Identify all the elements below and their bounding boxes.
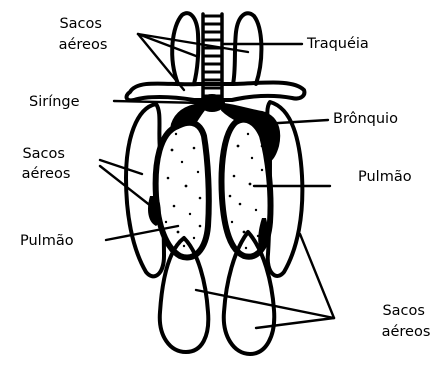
label-traqueia: Traquéia xyxy=(306,36,369,52)
leader-lines xyxy=(100,34,334,328)
label-sacos-bottom: Sacos aéreos xyxy=(382,303,431,340)
label-bronquio: Brônquio xyxy=(333,111,398,127)
label-sacos-left: Sacos aéreos xyxy=(22,146,71,182)
label-pulmao-right: Pulmão xyxy=(358,169,412,185)
label-pulmao-left: Pulmão xyxy=(20,233,74,249)
left-lung-lower-patch xyxy=(148,196,161,226)
anatomy-drawing xyxy=(126,13,304,354)
label-sacos-left-line1: Sacos xyxy=(22,146,65,162)
leader-sacos-bottom-1 xyxy=(196,290,334,318)
label-sacos-bottom-line2: aéreos xyxy=(382,324,431,340)
label-sacos-top: Sacos aéreos xyxy=(59,16,108,53)
upper-right-air-sac xyxy=(233,13,261,84)
leader-sacos-bottom-3 xyxy=(300,234,334,318)
label-sacos-top-line2: aéreos xyxy=(59,37,108,53)
label-siringe: Sirínge xyxy=(29,94,80,110)
label-sacos-top-line1: Sacos xyxy=(59,16,102,32)
label-sacos-bottom-line1: Sacos xyxy=(382,303,425,319)
label-sacos-left-line2: aéreos xyxy=(22,166,71,182)
leader-sacos-bottom-2 xyxy=(256,318,334,328)
